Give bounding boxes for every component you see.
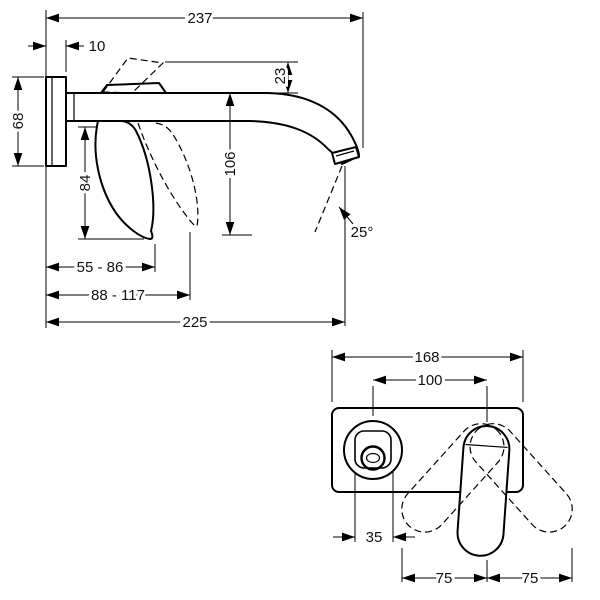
front-view: 168 100 35 75 75 bbox=[331, 346, 573, 590]
dim-label-overall-projection: 237 bbox=[187, 10, 212, 27]
side-view: 237 10 68 23 106 84 25° 5 bbox=[7, 7, 376, 334]
dim-label-outlet-width: 35 bbox=[366, 529, 383, 546]
dim-label-spout-reach: 225 bbox=[182, 314, 207, 331]
lever-top bbox=[100, 82, 167, 94]
extension-lines-side bbox=[12, 10, 364, 328]
dim-label-spray-angle: 25° bbox=[351, 224, 374, 241]
water-stream-dashed bbox=[314, 165, 343, 233]
dim-spray-angle: 25° bbox=[338, 206, 376, 244]
dim-wall-plate-thickness: 10 bbox=[28, 35, 108, 58]
handle-swing-right-dashed bbox=[469, 423, 573, 533]
lever-swung-dashed bbox=[137, 122, 199, 227]
wall-plate bbox=[45, 76, 67, 167]
dim-label-swing-left: 75 bbox=[436, 570, 453, 587]
spout-outlet-front bbox=[343, 420, 403, 480]
handle-front bbox=[456, 424, 511, 557]
dim-label-outlet-height: 106 bbox=[222, 151, 239, 176]
dim-swing-left: 75 bbox=[402, 567, 487, 590]
dim-center-distance: 100 bbox=[373, 369, 487, 392]
dim-label-lever-drop: 84 bbox=[77, 175, 94, 192]
dim-label-lever-reach-max: 88 - 117 bbox=[91, 287, 145, 304]
dim-label-swing-right: 75 bbox=[522, 570, 539, 587]
dim-lever-drop: 84 bbox=[74, 127, 97, 239]
dim-label-wall-plate-thickness: 10 bbox=[89, 38, 106, 55]
lever-handle bbox=[94, 82, 167, 240]
dim-overall-projection: 237 bbox=[46, 7, 363, 30]
dim-body-width: 168 bbox=[332, 346, 523, 369]
lever-alt-positions bbox=[102, 57, 199, 227]
lever-blade bbox=[94, 120, 155, 240]
dim-label-spout-drop: 23 bbox=[272, 68, 289, 85]
dim-wall-plate-height: 68 bbox=[7, 77, 30, 166]
dim-label-wall-plate-height: 68 bbox=[10, 113, 27, 130]
dim-swing-right: 75 bbox=[487, 567, 572, 590]
dim-lever-reach-min: 55 - 86 bbox=[46, 256, 155, 279]
dim-outlet-height: 106 bbox=[219, 93, 242, 235]
spout-body bbox=[65, 92, 360, 165]
lever-raised-dashed bbox=[102, 57, 164, 94]
dim-spout-reach: 225 bbox=[46, 311, 345, 334]
dim-lever-reach-max: 88 - 117 bbox=[46, 284, 190, 307]
dim-label-body-width: 168 bbox=[414, 349, 439, 366]
dim-spout-drop: 23 bbox=[269, 62, 293, 93]
handle-swing-left-dashed bbox=[401, 423, 505, 533]
dim-outlet-width: 35 bbox=[333, 526, 415, 549]
dim-label-center-distance: 100 bbox=[417, 372, 442, 389]
dim-label-lever-reach-min: 55 - 86 bbox=[77, 259, 124, 276]
